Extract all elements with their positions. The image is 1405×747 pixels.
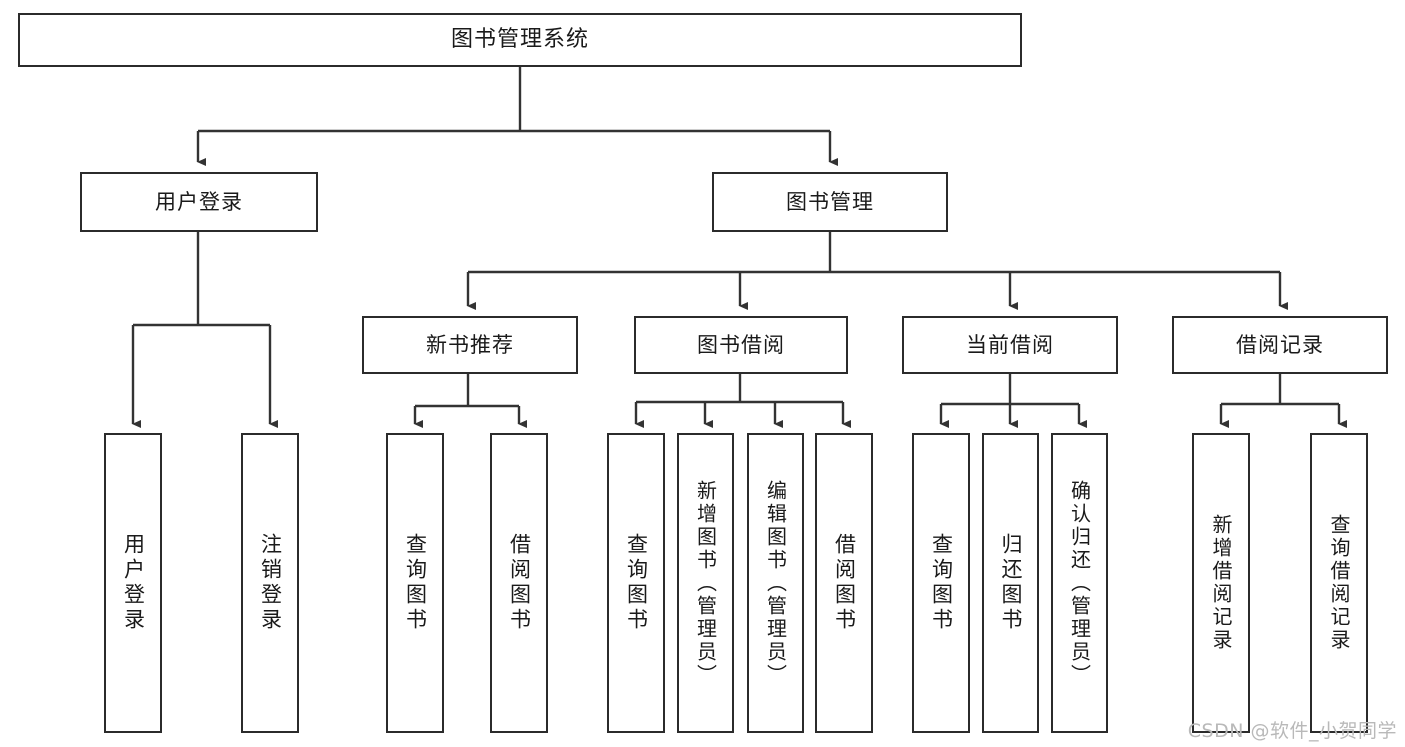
leaf-query-book-borrow[interactable]: 查询图书	[607, 433, 665, 733]
node-book-borrow[interactable]: 图书借阅	[634, 316, 848, 374]
leaf-confirm-return-admin[interactable]: 确认归还（管理员）	[1051, 433, 1108, 733]
leaf-return-book[interactable]: 归还图书	[982, 433, 1039, 733]
node-label: 新增图书（管理员）	[693, 479, 718, 687]
node-label: 借阅图书	[507, 533, 532, 633]
node-book-management[interactable]: 图书管理	[712, 172, 948, 232]
node-label: 图书管理系统	[450, 27, 589, 53]
node-label: 查询借阅记录	[1327, 514, 1351, 652]
node-label: 确认归还（管理员）	[1067, 479, 1092, 687]
node-label: 新增借阅记录	[1209, 514, 1233, 652]
node-borrow-record[interactable]: 借阅记录	[1172, 316, 1388, 374]
leaf-add-book-admin[interactable]: 新增图书（管理员）	[677, 433, 734, 733]
leaf-edit-book-admin[interactable]: 编辑图书（管理员）	[747, 433, 804, 733]
leaf-borrow-book-recommend[interactable]: 借阅图书	[490, 433, 548, 733]
node-label: 编辑图书（管理员）	[763, 479, 788, 687]
node-root-system[interactable]: 图书管理系统	[18, 13, 1022, 67]
leaf-borrow-book[interactable]: 借阅图书	[815, 433, 873, 733]
node-label: 查询图书	[403, 533, 428, 633]
node-label: 用户登录	[155, 189, 243, 214]
node-label: 注销登录	[258, 533, 283, 633]
node-label: 用户登录	[121, 533, 146, 633]
leaf-query-book-current[interactable]: 查询图书	[912, 433, 970, 733]
node-label: 借阅图书	[832, 533, 857, 633]
node-new-book-recommend[interactable]: 新书推荐	[362, 316, 578, 374]
node-label: 新书推荐	[426, 332, 514, 357]
node-label: 图书管理	[786, 189, 874, 214]
leaf-user-login[interactable]: 用户登录	[104, 433, 162, 733]
watermark: CSDN @软件_小贺同学	[1187, 720, 1397, 742]
node-label: 查询图书	[624, 533, 649, 633]
node-current-borrow[interactable]: 当前借阅	[902, 316, 1118, 374]
leaf-user-logout[interactable]: 注销登录	[241, 433, 299, 733]
node-label: 借阅记录	[1236, 332, 1324, 357]
node-label: 图书借阅	[697, 332, 785, 357]
node-label: 查询图书	[929, 533, 954, 633]
node-label: 当前借阅	[966, 332, 1054, 357]
node-user-login[interactable]: 用户登录	[80, 172, 318, 232]
leaf-add-borrow-record[interactable]: 新增借阅记录	[1192, 433, 1250, 733]
node-label: 归还图书	[999, 533, 1023, 633]
leaf-query-book-recommend[interactable]: 查询图书	[386, 433, 444, 733]
leaf-query-borrow-record[interactable]: 查询借阅记录	[1310, 433, 1368, 733]
